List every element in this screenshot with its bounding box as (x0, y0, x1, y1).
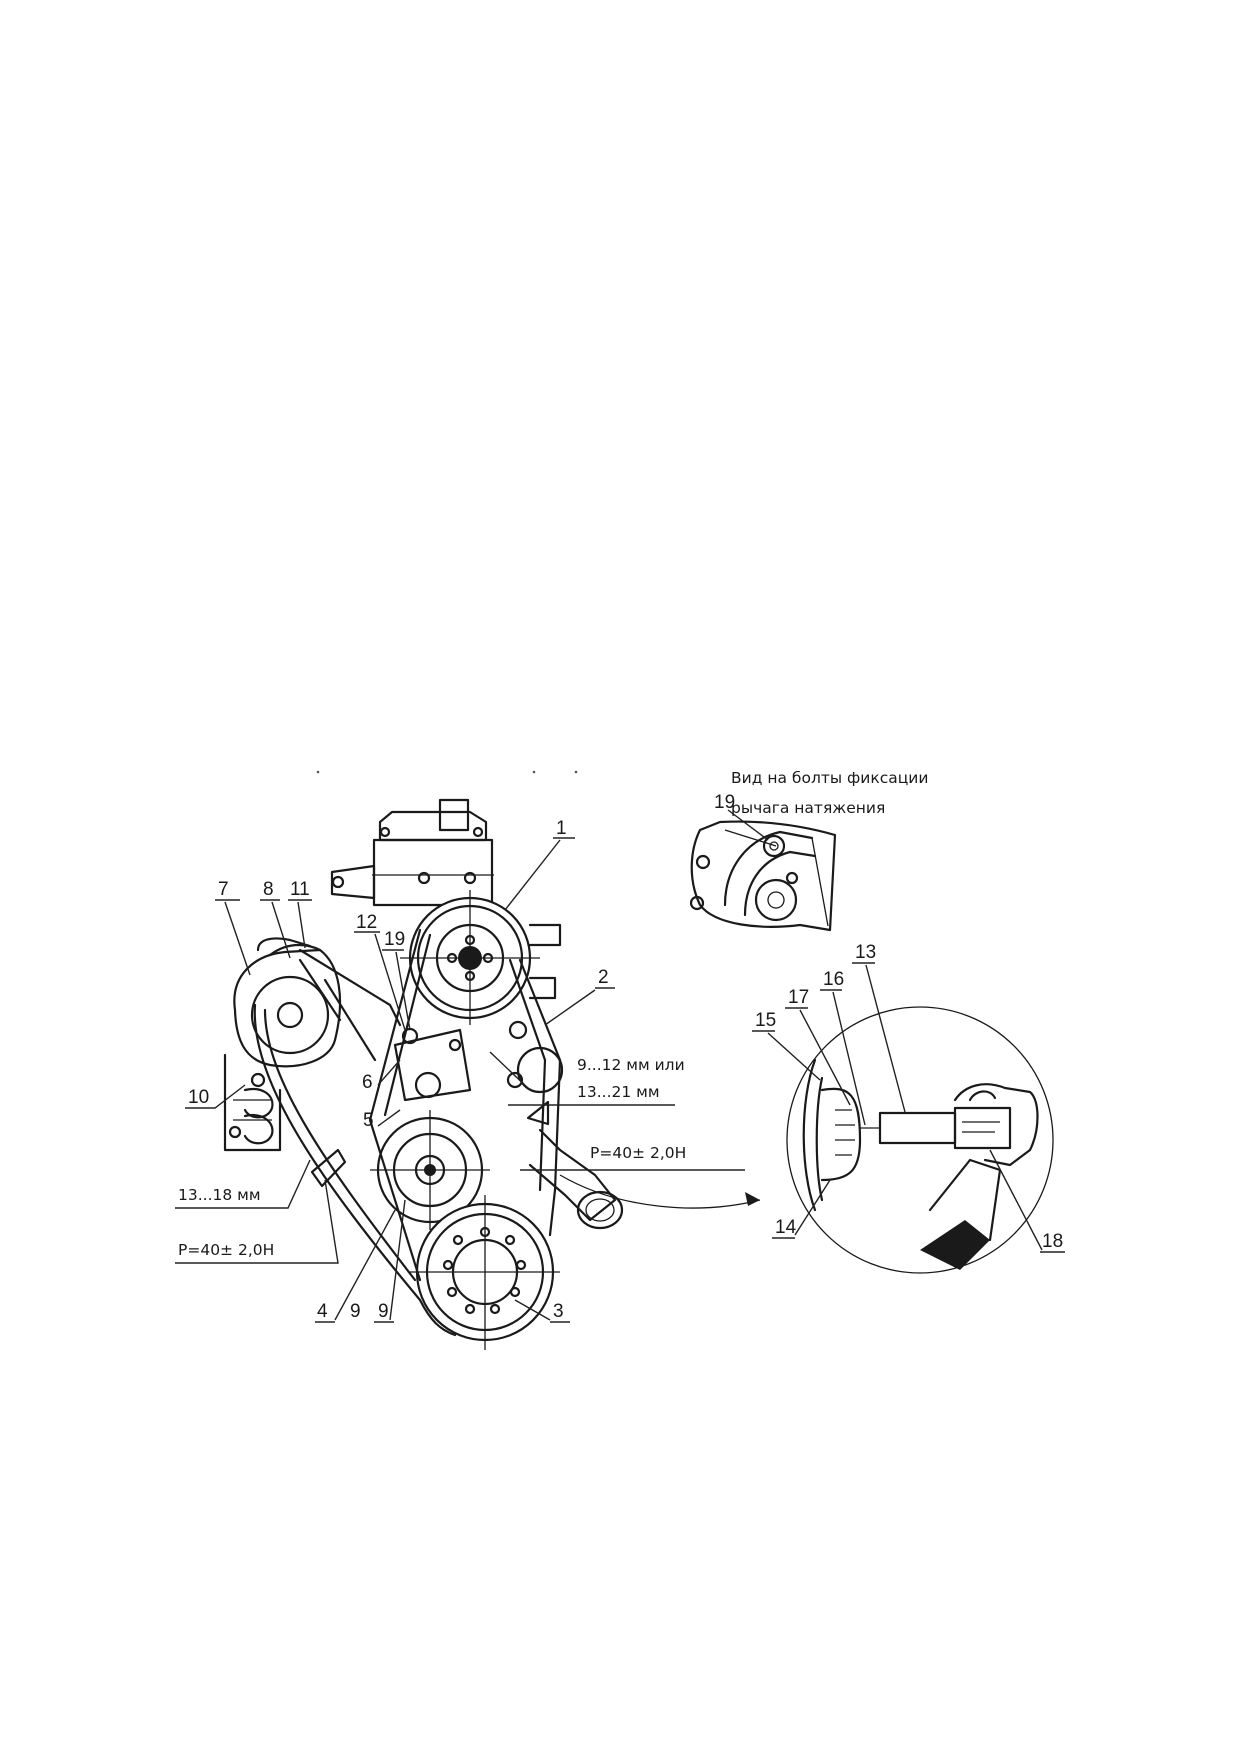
callout-19: 19 (384, 929, 405, 950)
callout-1: 1 (556, 818, 567, 839)
callout-13: 13 (855, 942, 876, 963)
callout-8: 8 (263, 879, 274, 900)
inset-caption-line1: Вид на болты фиксации (731, 769, 928, 787)
callout-17: 17 (788, 987, 809, 1008)
note-deflection-right-1: 9...12 мм или (577, 1056, 685, 1074)
callout-4: 4 (317, 1301, 328, 1322)
inset-label-19: 19 (714, 792, 735, 813)
crank-bolt-ring (442, 1226, 527, 1315)
engine-front-view (223, 770, 761, 1350)
callouts: 1 2 3 4 5 6 7 8 9 10 11 12 19 9 13 14 15 (185, 818, 1065, 1323)
callout-5: 5 (363, 1110, 374, 1131)
tension-lever-inset: 19 Вид на болты фиксации рычага натяжени… (689, 769, 928, 932)
callout-10: 10 (188, 1087, 209, 1108)
inset-caption-line2: рычага натяжения (731, 799, 885, 817)
callout-2: 2 (598, 967, 609, 988)
callout-7: 7 (218, 879, 229, 900)
callout-11: 11 (290, 879, 310, 900)
callout-18: 18 (1042, 1231, 1063, 1252)
callout-16: 16 (823, 969, 844, 990)
note-force-left: P=40± 2,0H (178, 1241, 274, 1259)
note-deflection-left: 13...18 мм (178, 1186, 261, 1204)
callout-3: 3 (553, 1301, 564, 1322)
callout-6: 6 (362, 1072, 373, 1093)
callout-14: 14 (775, 1217, 797, 1238)
note-deflection-right-2: 13...21 мм (577, 1083, 660, 1101)
callout-9b: 9 (350, 1301, 361, 1322)
note-force-right: P=40± 2,0H (590, 1144, 686, 1162)
callout-15: 15 (755, 1010, 776, 1031)
callout-9a: 9 (378, 1301, 389, 1322)
dimension-notes: 9...12 мм или 13...21 мм P=40± 2,0H 13..… (175, 1051, 745, 1264)
tension-gauge-detail (786, 1006, 1054, 1274)
callout-12: 12 (356, 912, 377, 933)
